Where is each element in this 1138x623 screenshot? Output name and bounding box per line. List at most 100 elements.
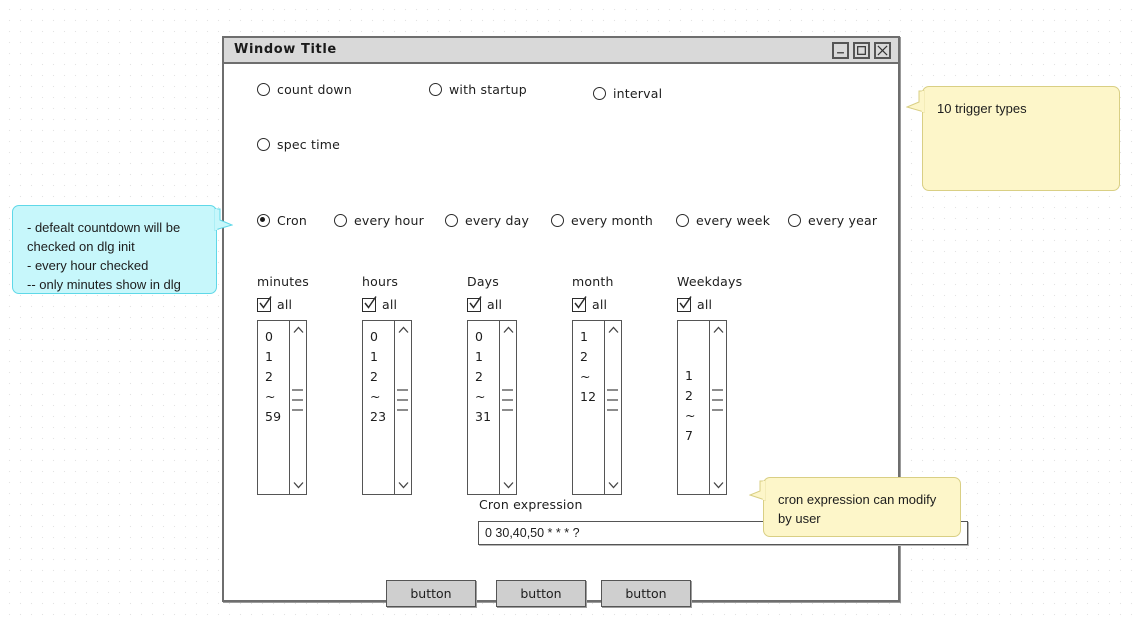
maximize-button[interactable] [853, 42, 870, 59]
list-item[interactable]: 1 [685, 368, 694, 383]
scroll-down-icon[interactable] [290, 478, 306, 492]
scrollbar-grip [607, 409, 618, 411]
list-item[interactable]: 0 [265, 329, 274, 344]
radio-interval[interactable]: interval [593, 86, 662, 101]
radio-label: spec time [277, 137, 341, 152]
radio-every-week[interactable]: every week [676, 213, 770, 228]
all-label: all [592, 297, 608, 312]
scroll-down-icon[interactable] [605, 478, 621, 492]
list-item[interactable]: ~ [580, 369, 591, 384]
listbox-weekdays[interactable]: 1 2 ~ 7 [677, 320, 727, 495]
checkbox-all[interactable] [362, 295, 377, 312]
scrollbar[interactable] [709, 321, 726, 494]
list-item[interactable]: 31 [475, 409, 492, 424]
radio-label: every day [465, 213, 530, 228]
list-item[interactable]: 1 [580, 329, 589, 344]
cron-column-month: month all 1 2 ~ 12 [572, 274, 622, 495]
cron-column-weekdays: Weekdays all 1 2 ~ 7 [677, 274, 742, 495]
listbox-items: 0 1 2 ~ 31 [468, 321, 499, 494]
scrollbar[interactable] [289, 321, 306, 494]
check-icon [574, 295, 587, 309]
close-icon [877, 45, 888, 56]
all-checkbox-row[interactable]: all [257, 295, 309, 312]
radio-count-down[interactable]: count down [257, 82, 352, 97]
all-checkbox-row[interactable]: all [572, 295, 622, 312]
scroll-up-icon[interactable] [710, 323, 726, 337]
scrollbar[interactable] [394, 321, 411, 494]
list-item[interactable]: 23 [370, 409, 387, 424]
list-item[interactable]: ~ [475, 389, 486, 404]
listbox-items: 1 2 ~ 12 [573, 321, 604, 494]
listbox-hours[interactable]: 0 1 2 ~ 23 [362, 320, 412, 495]
list-item[interactable]: 7 [685, 428, 694, 443]
scroll-up-icon[interactable] [395, 323, 411, 337]
radio-every-hour[interactable]: every hour [334, 213, 424, 228]
scrollbar-grip [607, 399, 618, 401]
radio-circle [257, 138, 270, 151]
radio-circle [257, 214, 270, 227]
radio-label: every week [696, 213, 771, 228]
all-checkbox-row[interactable]: all [677, 295, 742, 312]
checkbox-all[interactable] [572, 295, 587, 312]
radio-every-year[interactable]: every year [788, 213, 877, 228]
list-item[interactable]: 2 [580, 349, 589, 364]
radio-label: every year [808, 213, 878, 228]
radio-cron[interactable]: Cron [257, 213, 307, 228]
close-button[interactable] [874, 42, 891, 59]
list-item[interactable]: 12 [580, 389, 597, 404]
scroll-up-icon[interactable] [500, 323, 516, 337]
all-checkbox-row[interactable]: all [467, 295, 517, 312]
list-item[interactable]: ~ [370, 389, 381, 404]
radio-every-month[interactable]: every month [551, 213, 653, 228]
list-item[interactable]: 1 [475, 349, 484, 364]
title-bar: Window Title [224, 38, 898, 64]
listbox-minutes[interactable]: 0 1 2 ~ 59 [257, 320, 307, 495]
list-item[interactable]: 1 [265, 349, 274, 364]
all-label: all [277, 297, 293, 312]
list-item[interactable]: 0 [475, 329, 484, 344]
list-item[interactable]: 2 [475, 369, 484, 384]
radio-circle [788, 214, 801, 227]
radio-circle [257, 83, 270, 96]
list-item[interactable]: 2 [370, 369, 379, 384]
scroll-down-icon[interactable] [500, 478, 516, 492]
scrollbar-grip [712, 389, 723, 391]
minimize-icon [837, 52, 844, 54]
scrollbar[interactable] [604, 321, 621, 494]
scroll-up-icon[interactable] [290, 323, 306, 337]
annotation-text: cron expression can modify by user [778, 492, 937, 526]
list-item[interactable]: 2 [685, 388, 694, 403]
radio-spec-time[interactable]: spec time [257, 137, 340, 152]
scrollbar-grip [712, 399, 723, 401]
annotation-cron-editable: cron expression can modify by user [749, 477, 961, 537]
listbox-items: 1 2 ~ 7 [678, 321, 709, 494]
radio-label: interval [613, 86, 663, 101]
list-item[interactable]: 0 [370, 329, 379, 344]
dialog-button-1[interactable]: button [386, 580, 476, 607]
all-checkbox-row[interactable]: all [362, 295, 412, 312]
check-icon [469, 295, 482, 309]
column-label: month [572, 274, 614, 289]
list-item[interactable]: 59 [265, 409, 282, 424]
checkbox-all[interactable] [257, 295, 272, 312]
list-item[interactable]: 2 [265, 369, 274, 384]
scroll-up-icon[interactable] [605, 323, 621, 337]
scroll-down-icon[interactable] [710, 478, 726, 492]
scrollbar-grip [607, 389, 618, 391]
scrollbar-grip [292, 409, 303, 411]
list-item[interactable]: ~ [265, 389, 276, 404]
listbox-days[interactable]: 0 1 2 ~ 31 [467, 320, 517, 495]
dialog-button-2[interactable]: button [496, 580, 586, 607]
scrollbar[interactable] [499, 321, 516, 494]
dialog-button-3[interactable]: button [601, 580, 691, 607]
scroll-down-icon[interactable] [395, 478, 411, 492]
list-item[interactable]: 1 [370, 349, 379, 364]
checkbox-all[interactable] [677, 295, 692, 312]
checkbox-all[interactable] [467, 295, 482, 312]
scrollbar-grip [712, 409, 723, 411]
radio-with-startup[interactable]: with startup [429, 82, 527, 97]
minimize-button[interactable] [832, 42, 849, 59]
radio-every-day[interactable]: every day [445, 213, 529, 228]
listbox-month[interactable]: 1 2 ~ 12 [572, 320, 622, 495]
list-item[interactable]: ~ [685, 408, 696, 423]
